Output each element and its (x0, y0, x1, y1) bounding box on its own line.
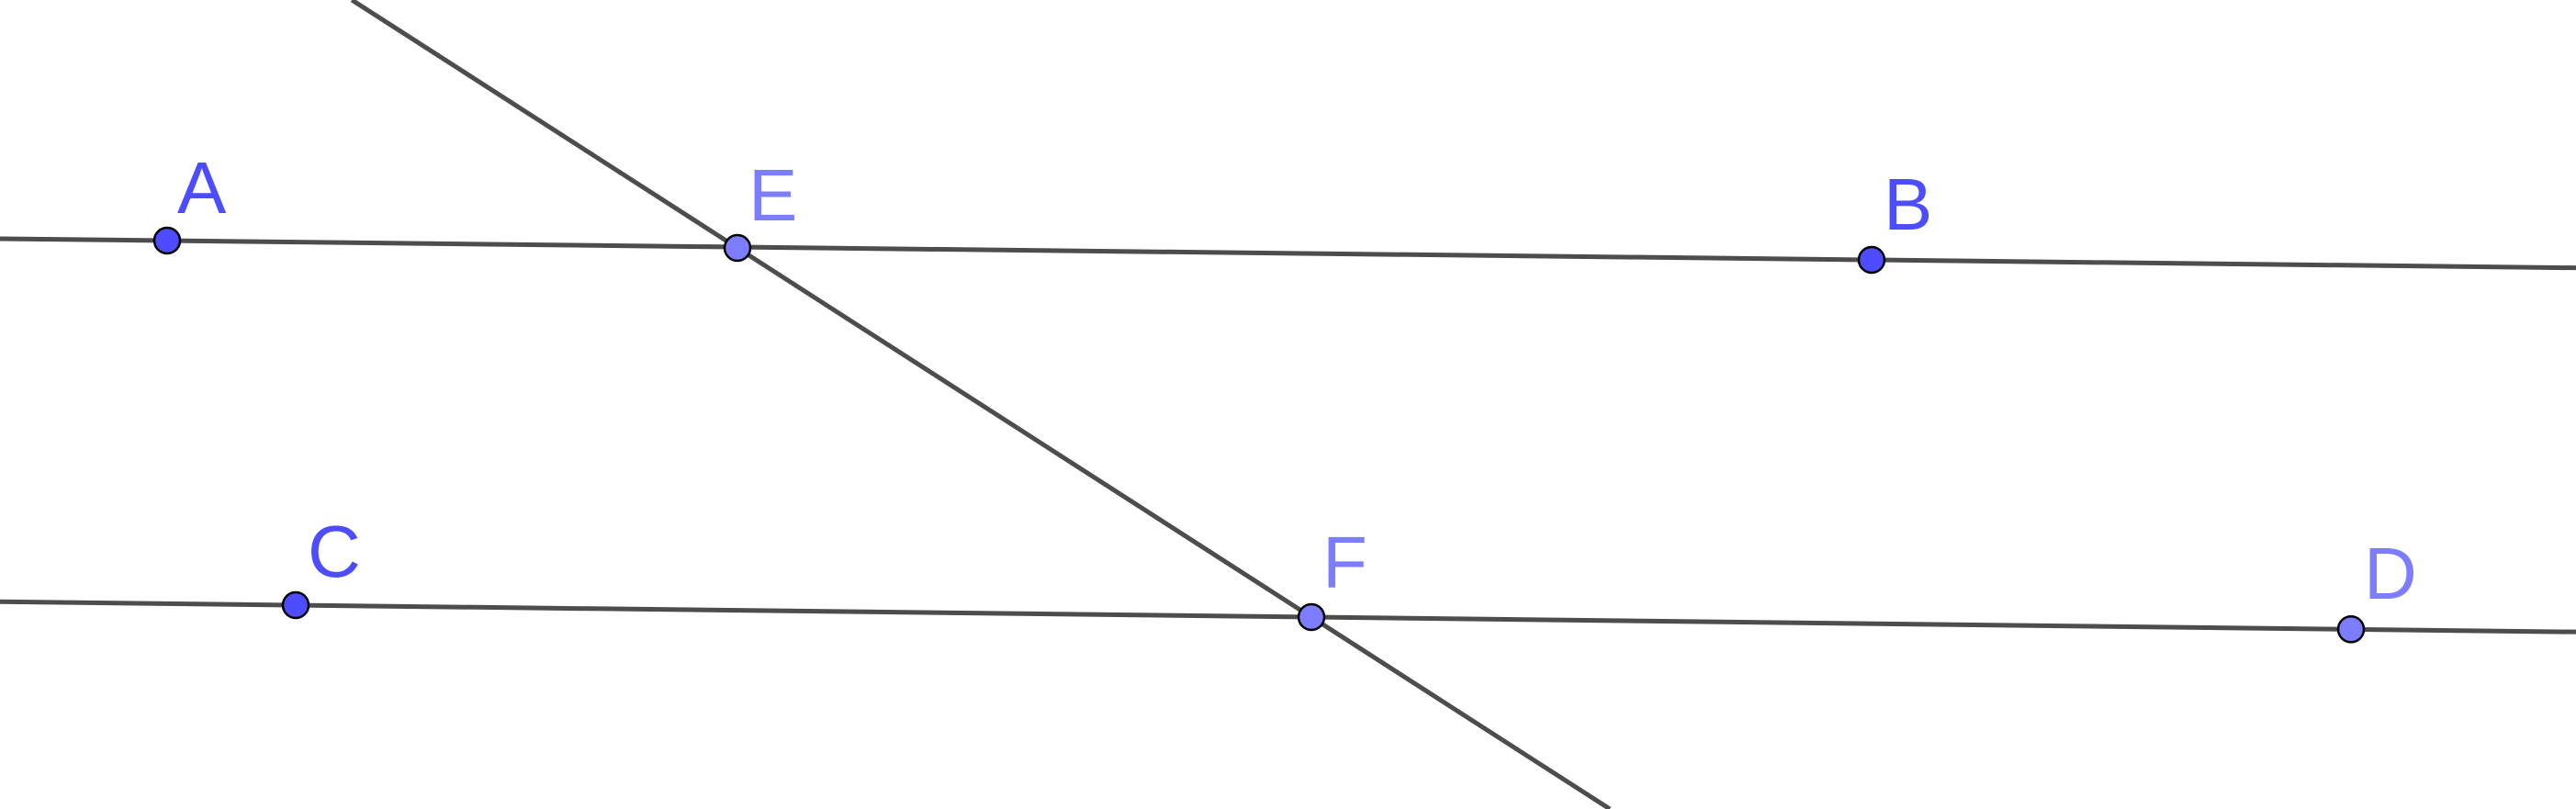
line-ef[interactable] (350, 0, 1612, 809)
points-layer (152, 226, 2366, 644)
point-f[interactable] (1297, 602, 1326, 632)
point-label-f: F (1322, 522, 1367, 603)
point-label-c: C (308, 511, 361, 592)
point-a[interactable] (152, 226, 182, 255)
labels-layer: A B C D E F (177, 147, 2417, 614)
line-cd[interactable] (0, 599, 2576, 635)
point-d[interactable] (2336, 615, 2366, 644)
point-label-a: A (177, 147, 227, 229)
line-ab[interactable] (0, 236, 2576, 271)
point-label-d: D (2364, 533, 2417, 614)
point-label-b: B (1884, 163, 1932, 245)
point-label-e: E (748, 154, 797, 236)
point-b[interactable] (1857, 245, 1886, 275)
point-c[interactable] (281, 590, 310, 620)
point-e[interactable] (723, 233, 752, 263)
